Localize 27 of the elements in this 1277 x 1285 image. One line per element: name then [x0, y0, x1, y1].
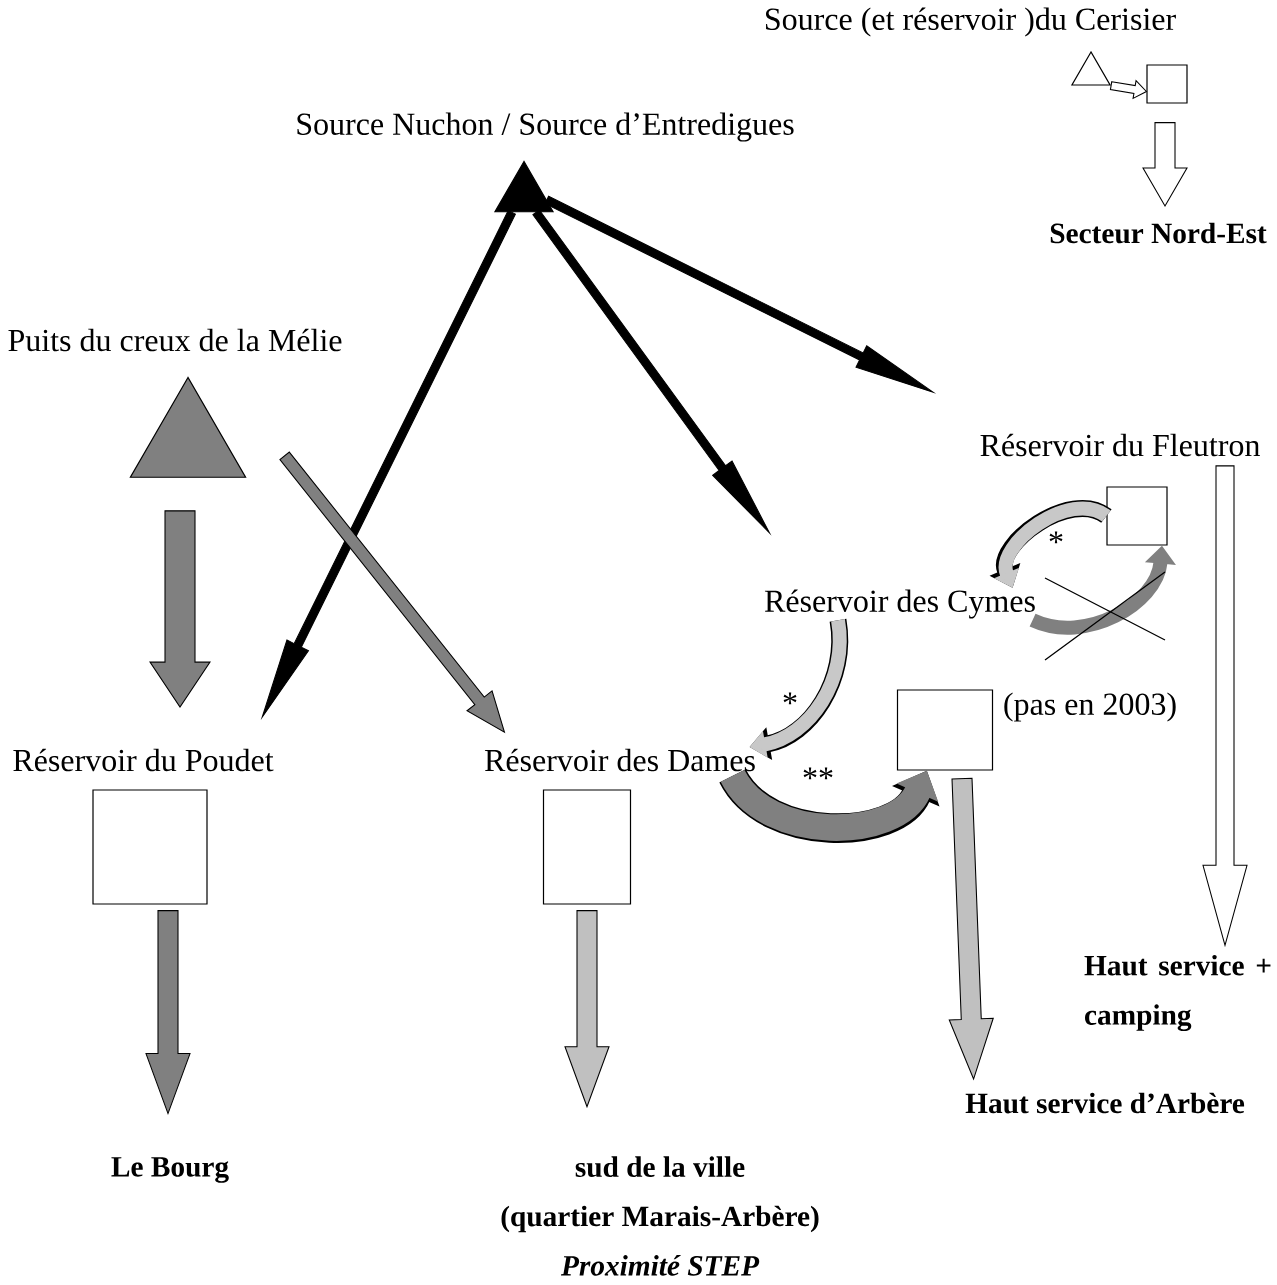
block-arrow [1109, 79, 1148, 100]
destination-label: sud de la ville (quartier Marais-Arbère) Proximité STEP [501, 1156, 819, 1276]
reservoir-label: Réservoir des Cymes [764, 589, 1035, 619]
block-arrow [279, 451, 506, 734]
source-label: Source Nuchon / Source d’Entredigues [297, 112, 794, 142]
needle-arrow [544, 195, 937, 394]
block-arrow [149, 510, 211, 709]
block-arrow [1142, 122, 1188, 208]
block-arrow [948, 777, 994, 1081]
block-arrow [1202, 465, 1248, 948]
source-label: Source (et réservoir )du Cerisier [766, 7, 1176, 37]
edge-label: * [783, 692, 797, 705]
destination-label: Le Bourg [111, 1157, 229, 1183]
block-arrow [564, 910, 610, 1109]
reservoir-box [1146, 64, 1188, 104]
destination-label: Haut service d’Arbère [965, 1092, 1245, 1114]
destination-label: Haut service + camping [1084, 954, 1271, 1032]
needle-arrow [532, 209, 772, 536]
reservoir-label: Réservoir du Fleutron [980, 433, 1260, 457]
reservoir-label: Réservoir des Dames [484, 748, 755, 772]
note-label: (pas en 2003) [1004, 692, 1176, 722]
reservoir-label: Réservoir du Poudet [13, 748, 274, 772]
destination-label: Secteur Nord-Est [1050, 222, 1267, 244]
edge-label: * [1049, 531, 1063, 544]
edge-label: ** [803, 767, 833, 780]
well-label: Puits du creux de la Mélie [8, 328, 342, 352]
block-arrow [145, 910, 191, 1116]
